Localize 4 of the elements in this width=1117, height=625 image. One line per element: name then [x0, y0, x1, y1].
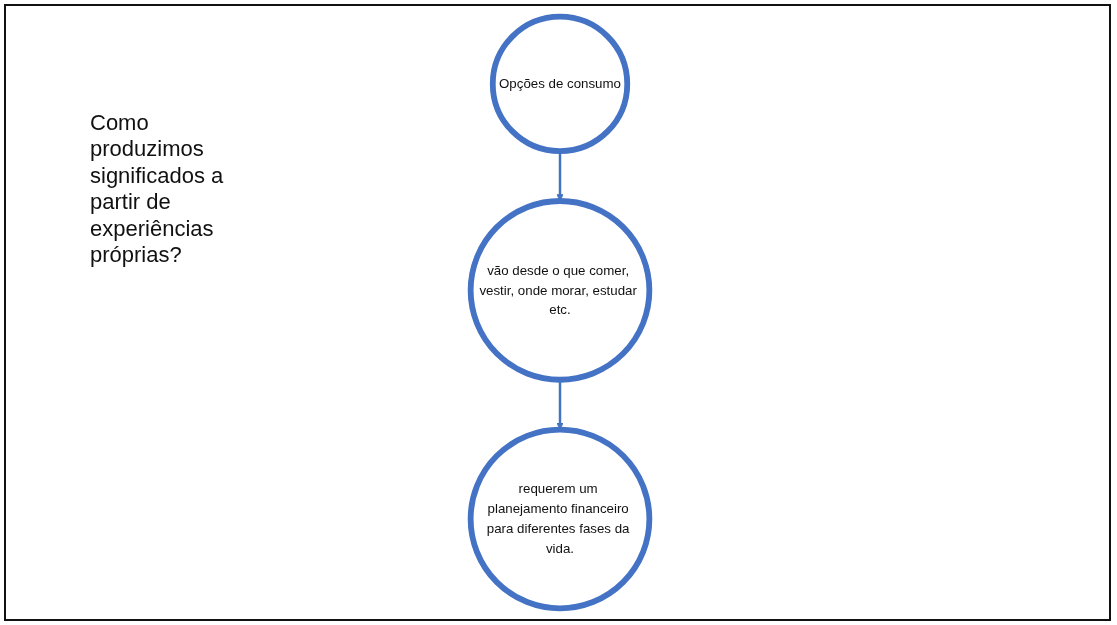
node-circle: requerem um planejamento financeiro para diferentes fases da vida.	[467, 426, 653, 612]
node-circle: Opções de consumo	[489, 13, 631, 155]
node-circle: vão desde o que comer, vestir, onde morar, estudar etc.	[467, 198, 653, 383]
question-text: Como produzimos significados a partir de experiências próprias?	[90, 110, 225, 269]
